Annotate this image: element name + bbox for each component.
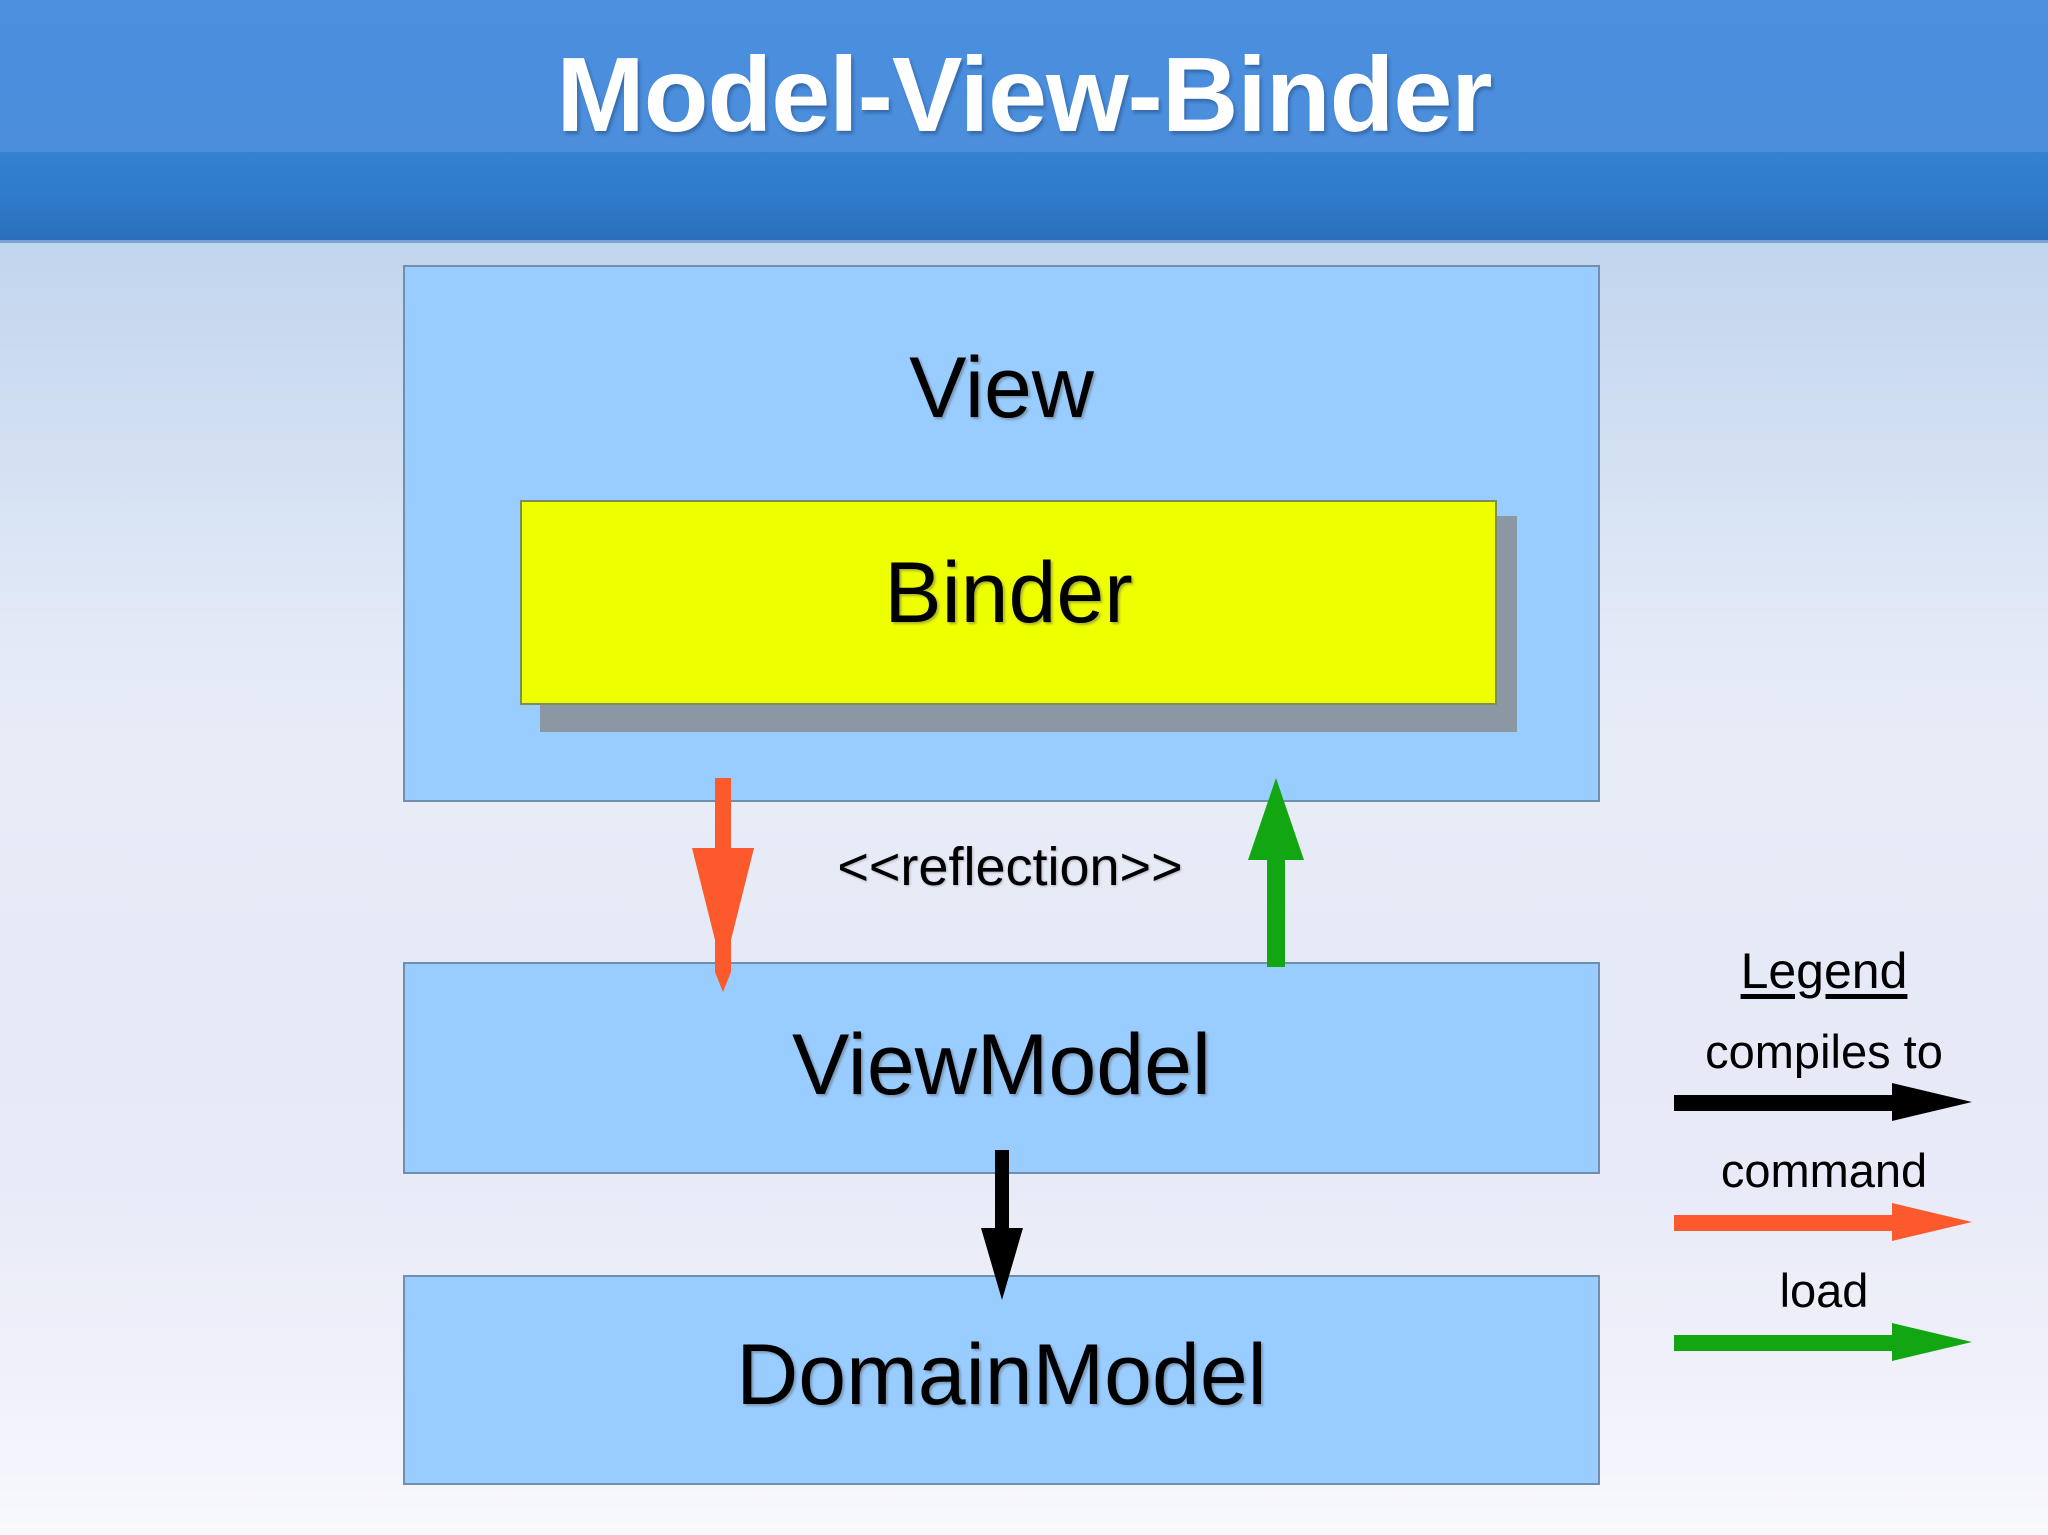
legend-item-compiles-to[interactable]: compiles to	[1624, 1024, 2024, 1124]
legend-item-command-label: command	[1720, 1144, 1928, 1198]
legend-item-compiles-to-label: compiles to	[1705, 1024, 1943, 1078]
legend-arrow-right-icon-compiles-to	[1674, 1083, 1972, 1122]
legend-title: Legend	[1740, 943, 1908, 999]
node-domainmodel[interactable]: DomainModel	[403, 1275, 1600, 1485]
title-band-upper	[0, 0, 2048, 152]
node-viewmodel[interactable]: ViewModel	[403, 962, 1600, 1174]
edge-command-arrow-icon	[692, 778, 754, 992]
legend-item-command[interactable]: command	[1624, 1145, 2024, 1243]
slide-title: Model-View-Binder	[556, 36, 1492, 154]
legend-arrow-right-icon-load	[1674, 1322, 1972, 1361]
node-domainmodel-label: DomainModel	[736, 1327, 1267, 1423]
legend: Legend compiles to command load	[1624, 945, 2024, 1385]
legend-item-load[interactable]: load	[1624, 1265, 2024, 1363]
slide-title-bar: Model-View-Binder	[0, 0, 2048, 243]
node-binder-label: Binder	[884, 545, 1133, 641]
legend-item-load-label: load	[1779, 1263, 1869, 1317]
legend-arrow-right-icon-command	[1674, 1202, 1972, 1241]
title-band-edge	[0, 240, 2048, 243]
title-band-lower	[0, 152, 2048, 240]
edge-label-reflection: <<reflection>>	[837, 837, 1183, 897]
node-view-label: View	[909, 340, 1094, 436]
node-binder[interactable]: Binder	[520, 500, 1497, 705]
node-viewmodel-label: ViewModel	[791, 1017, 1212, 1113]
